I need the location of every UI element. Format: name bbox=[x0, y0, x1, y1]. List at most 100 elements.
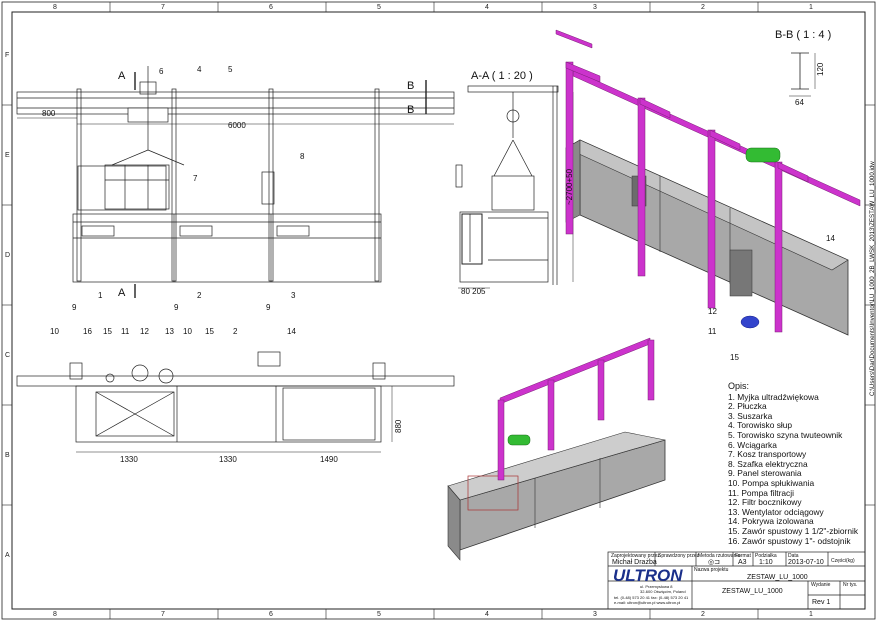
drawing-name-main: ZESTAW_LU_1000 bbox=[722, 588, 783, 595]
parts-legend: Opis: 1. Myjka ultradźwiękowa 2. Płuczka… bbox=[728, 381, 859, 546]
balloon-12: 12 bbox=[140, 327, 149, 336]
legend-item: 2. Płuczka bbox=[728, 401, 767, 412]
section-aa-title: A-A ( 1 : 20 ) bbox=[471, 70, 533, 82]
balloon-2: 2 bbox=[197, 291, 202, 300]
dimension-2700: ~2700+50 bbox=[565, 168, 574, 205]
title-block-frame bbox=[607, 551, 866, 610]
zone-col-1: 1 bbox=[809, 4, 813, 11]
balloon-10-a: 10 bbox=[50, 327, 59, 336]
zone-col-2-bottom: 2 bbox=[701, 611, 705, 618]
dimension-1330-b: 1330 bbox=[219, 455, 237, 464]
zone-col-2: 2 bbox=[701, 4, 705, 11]
edition-value: Rev 1 bbox=[812, 599, 831, 606]
balloon-16: 16 bbox=[83, 327, 92, 336]
format-label: Format bbox=[735, 553, 751, 559]
isometric-view-upper bbox=[555, 29, 861, 336]
zone-col-5: 5 bbox=[377, 4, 381, 11]
legend-item: 5. Torowisko szyna twuteownik bbox=[728, 429, 843, 440]
legend-item: 14. Pokrywa izolowana bbox=[728, 516, 814, 527]
date-value: 2013-07-10 bbox=[788, 559, 824, 566]
zone-row-b: B bbox=[5, 452, 10, 459]
format-value: A3 bbox=[738, 559, 747, 566]
legend-item: 9. Panel sterowania bbox=[728, 468, 802, 479]
dimension-1490: 1490 bbox=[320, 455, 338, 464]
balloon-11: 11 bbox=[121, 327, 130, 336]
dimension-80-205: 80 205 bbox=[461, 287, 486, 296]
address-line-3: tel. (0-48) 573 20 41 fax: (0-48) 573 20… bbox=[614, 595, 689, 600]
section-aa-view bbox=[455, 85, 574, 289]
legend-item: 1. Myjka ultradźwiękowa bbox=[728, 391, 819, 402]
legend-item: 7. Kosz transportowy bbox=[728, 449, 807, 460]
balloon-8: 8 bbox=[300, 152, 305, 161]
legend-item: 6. Wciągarka bbox=[728, 439, 777, 450]
section-a-marker-bottom: A bbox=[118, 287, 126, 299]
balloon-1: 1 bbox=[98, 291, 103, 300]
balloon-3: 3 bbox=[291, 291, 296, 300]
zone-col-3-bottom: 3 bbox=[593, 611, 597, 618]
zone-col-6: 6 bbox=[269, 4, 273, 11]
balloon-9-c: 9 bbox=[266, 303, 271, 312]
zone-col-7-bottom: 7 bbox=[161, 611, 165, 618]
legend-item: 10. Pompa spłukiwania bbox=[728, 477, 815, 488]
dimension-1330-a: 1330 bbox=[120, 455, 138, 464]
balloon-12-iso: 12 bbox=[708, 307, 717, 316]
checked-by-label: Sprawdzony przez bbox=[658, 553, 700, 559]
address-line-2: 32-600 Oświęcim, Poland bbox=[640, 589, 686, 594]
zone-row-c: C bbox=[5, 352, 11, 359]
legend-item: 16. Zawór spustowy 1"- odstojnik bbox=[728, 535, 851, 546]
projection-label: Metoda rzutowania bbox=[698, 553, 741, 559]
balloon-10-b: 10 bbox=[183, 327, 192, 336]
balloon-14-iso: 14 bbox=[826, 234, 835, 243]
legend-item: 15. Zawór spustowy 1 1/2"-zbiornik bbox=[728, 525, 859, 536]
front-view bbox=[16, 66, 455, 298]
balloon-15-iso: 15 bbox=[730, 353, 739, 362]
zone-row-d: D bbox=[5, 252, 11, 259]
projection-symbol-icon: ◎⊐ bbox=[708, 559, 720, 566]
zone-row-a: A bbox=[5, 552, 10, 559]
dimension-6000: 6000 bbox=[228, 121, 246, 130]
part-mass-label: Części(kg) bbox=[831, 558, 855, 564]
zone-col-8: 8 bbox=[53, 4, 57, 11]
zone-col-4: 4 bbox=[485, 4, 489, 11]
isometric-view-lower bbox=[447, 337, 666, 561]
project-name-label: Nazwa projektu bbox=[694, 567, 729, 573]
balloon-15-a: 15 bbox=[103, 327, 112, 336]
balloon-15-b: 15 bbox=[205, 327, 214, 336]
legend-item: 3. Suszarka bbox=[728, 410, 773, 421]
drawing-name-top: ZESTAW_LU_1000 bbox=[747, 574, 808, 581]
dimension-120: 120 bbox=[816, 62, 825, 76]
address-line-1: ul. Przemysłowa 8 bbox=[640, 584, 673, 589]
zone-col-6-bottom: 6 bbox=[269, 611, 273, 618]
scale-label: Podziałka bbox=[755, 553, 777, 559]
balloon-14-top: 14 bbox=[287, 327, 296, 336]
balloon-7: 7 bbox=[193, 174, 198, 183]
balloon-9-a: 9 bbox=[72, 303, 77, 312]
edition-label: Wydanie bbox=[811, 582, 831, 588]
section-b-marker-top: B bbox=[407, 80, 415, 92]
date-label: Data bbox=[788, 553, 799, 559]
legend-item: 12. Filtr bocznikowy bbox=[728, 497, 802, 508]
file-path-vertical: C:\Users\Dar\Documents\Inventor\LU_1000_… bbox=[869, 161, 876, 396]
legend-title: Opis: bbox=[728, 381, 750, 391]
dimension-64: 64 bbox=[795, 98, 804, 107]
zone-col-1-bottom: 1 bbox=[809, 611, 813, 618]
balloon-13: 13 bbox=[165, 327, 174, 336]
zone-col-8-bottom: 8 bbox=[53, 611, 57, 618]
dimension-800: 800 bbox=[42, 109, 56, 118]
zone-row-e: E bbox=[5, 152, 10, 159]
section-b-marker-bottom: B bbox=[407, 104, 415, 116]
dimension-880: 880 bbox=[394, 419, 403, 433]
legend-item: 11. Pompa filtracji bbox=[728, 487, 794, 498]
section-a-marker-top: A bbox=[118, 70, 126, 82]
section-bb-view bbox=[789, 52, 816, 97]
sheet-label: Nr tys. bbox=[843, 582, 858, 588]
legend-item: 4. Torowisko słup bbox=[728, 420, 793, 431]
prepared-by-value: Michał Drażba bbox=[612, 559, 657, 566]
balloon-9-b: 9 bbox=[174, 303, 179, 312]
company-logo: ULTRON bbox=[613, 566, 683, 585]
address-line-4: e-mail: ultron@ultron.pl www.ultron.pl bbox=[614, 600, 681, 605]
scale-value: 1:10 bbox=[759, 559, 773, 566]
balloon-5: 5 bbox=[228, 65, 233, 74]
legend-item: 13. Wentylator odciągowy bbox=[728, 506, 824, 517]
